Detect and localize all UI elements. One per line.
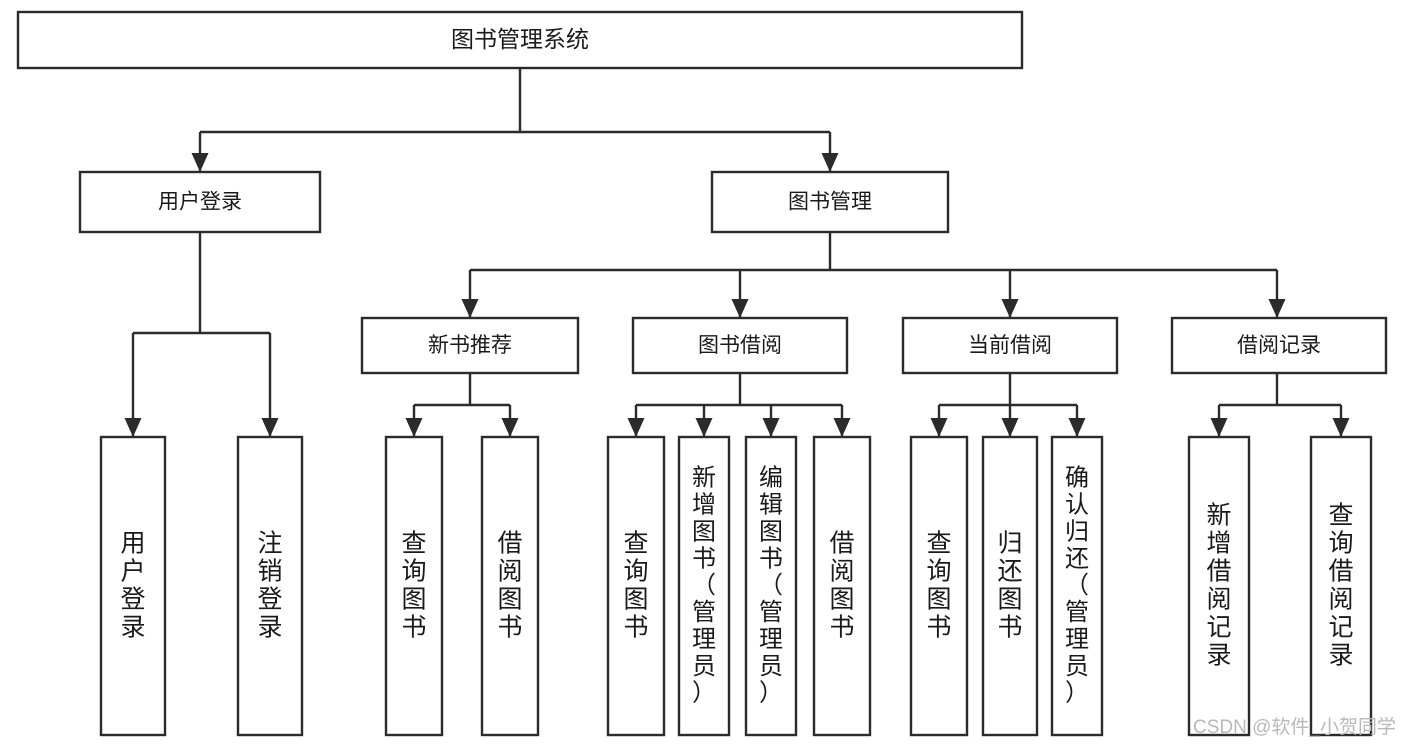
leaf-node-label: 新增图书（管理员） [692,465,716,707]
level2-node-box[interactable] [710,170,950,234]
root-node-box[interactable] [16,10,1024,70]
leaf-node-借阅图书[interactable]: 借阅图书 [480,435,540,737]
leaf-node-新增借阅记录[interactable]: 新增借阅记录 [1187,435,1251,737]
level3-node-当前借阅[interactable]: 当前借阅 [901,316,1119,375]
level3-node-新书推荐[interactable]: 新书推荐 [360,316,580,375]
leaf-node-label: 用户登录 [120,530,145,642]
root-node-图书管理系统[interactable]: 图书管理系统 [16,10,1024,70]
level3-node-label: 图书借阅 [698,334,782,357]
arrow-head-icon [731,299,749,318]
nodes-layer: 图书管理系统用户登录图书管理新书推荐图书借阅当前借阅借阅记录用户登录注销登录查询… [16,10,1388,737]
level3-node-box[interactable] [901,316,1119,375]
arrow-head-icon [930,418,948,437]
leaf-node-label: 借阅图书 [829,530,854,642]
leaf-node-box[interactable] [606,435,666,737]
arrow-head-icon [1210,418,1228,437]
leaf-node-label: 归还图书 [997,530,1022,642]
level3-node-label: 当前借阅 [968,334,1052,357]
level3-node-label: 新书推荐 [428,334,512,357]
arrow-head-icon [627,418,645,437]
level3-node-label: 借阅记录 [1237,334,1321,357]
level2-node-label: 用户登录 [158,191,242,214]
leaf-node-box[interactable] [384,435,444,737]
arrow-head-icon [821,153,839,172]
leaf-node-box[interactable] [909,435,969,737]
leaf-node-box[interactable] [812,435,872,737]
leaf-node-label: 注销登录 [257,530,282,642]
leaf-node-box[interactable] [480,435,540,737]
leaf-node-查询图书[interactable]: 查询图书 [909,435,969,737]
level3-node-借阅记录[interactable]: 借阅记录 [1170,316,1388,375]
arrow-head-icon [1001,418,1019,437]
leaf-node-编辑图书管理员[interactable]: 编辑图书（管理员） [744,435,798,737]
level3-node-box[interactable] [1170,316,1388,375]
watermark-label: CSDN @软件_小贺同学 [1193,716,1396,738]
arrow-head-icon [1001,299,1019,318]
arrow-head-icon [405,418,423,437]
leaf-node-label: 编辑图书（管理员） [759,465,783,707]
leaf-node-用户登录[interactable]: 用户登录 [99,435,167,737]
leaf-node-box[interactable] [1309,435,1373,737]
level2-node-用户登录[interactable]: 用户登录 [78,170,322,234]
connectors-layer [124,68,1350,437]
level3-node-图书借阅[interactable]: 图书借阅 [631,316,849,375]
arrow-head-icon [191,153,209,172]
leaf-node-box[interactable] [1050,435,1104,737]
leaf-node-box[interactable] [99,435,167,737]
leaf-node-查询借阅记录[interactable]: 查询借阅记录 [1309,435,1373,737]
level2-node-box[interactable] [78,170,322,234]
leaf-node-label: 借阅图书 [497,530,522,642]
leaf-node-box[interactable] [1187,435,1251,737]
leaf-node-查询图书[interactable]: 查询图书 [606,435,666,737]
level2-node-图书管理[interactable]: 图书管理 [710,170,950,234]
leaf-node-查询图书[interactable]: 查询图书 [384,435,444,737]
arrow-head-icon [1268,299,1286,318]
leaf-node-label: 查询图书 [926,530,951,642]
arrow-head-icon [695,418,713,437]
arrow-head-icon [762,418,780,437]
leaf-node-label: 新增借阅记录 [1206,502,1231,670]
leaf-node-注销登录[interactable]: 注销登录 [236,435,304,737]
arrow-head-icon [261,418,279,437]
arrow-head-icon [1332,418,1350,437]
arrow-head-icon [501,418,519,437]
leaf-node-归还图书[interactable]: 归还图书 [981,435,1039,737]
arrow-head-icon [124,418,142,437]
leaf-node-label: 查询图书 [623,530,648,642]
level3-node-box[interactable] [360,316,580,375]
leaf-node-box[interactable] [981,435,1039,737]
root-node-label: 图书管理系统 [451,26,589,52]
arrow-head-icon [1068,418,1086,437]
leaf-node-box[interactable] [236,435,304,737]
leaf-node-label: 查询图书 [401,530,426,642]
leaf-node-新增图书管理员[interactable]: 新增图书（管理员） [677,435,731,737]
watermark-layer: CSDN @软件_小贺同学 [1193,716,1396,738]
level3-node-box[interactable] [631,316,849,375]
arrow-head-icon [461,299,479,318]
arrow-head-icon [833,418,851,437]
leaf-node-借阅图书[interactable]: 借阅图书 [812,435,872,737]
leaf-node-label: 确认归还（管理员） [1065,465,1089,707]
level2-node-label: 图书管理 [788,191,872,214]
leaf-node-label: 查询借阅记录 [1328,502,1353,670]
leaf-node-box[interactable] [677,435,731,737]
leaf-node-box[interactable] [744,435,798,737]
leaf-node-确认归还管理员[interactable]: 确认归还（管理员） [1050,435,1104,737]
